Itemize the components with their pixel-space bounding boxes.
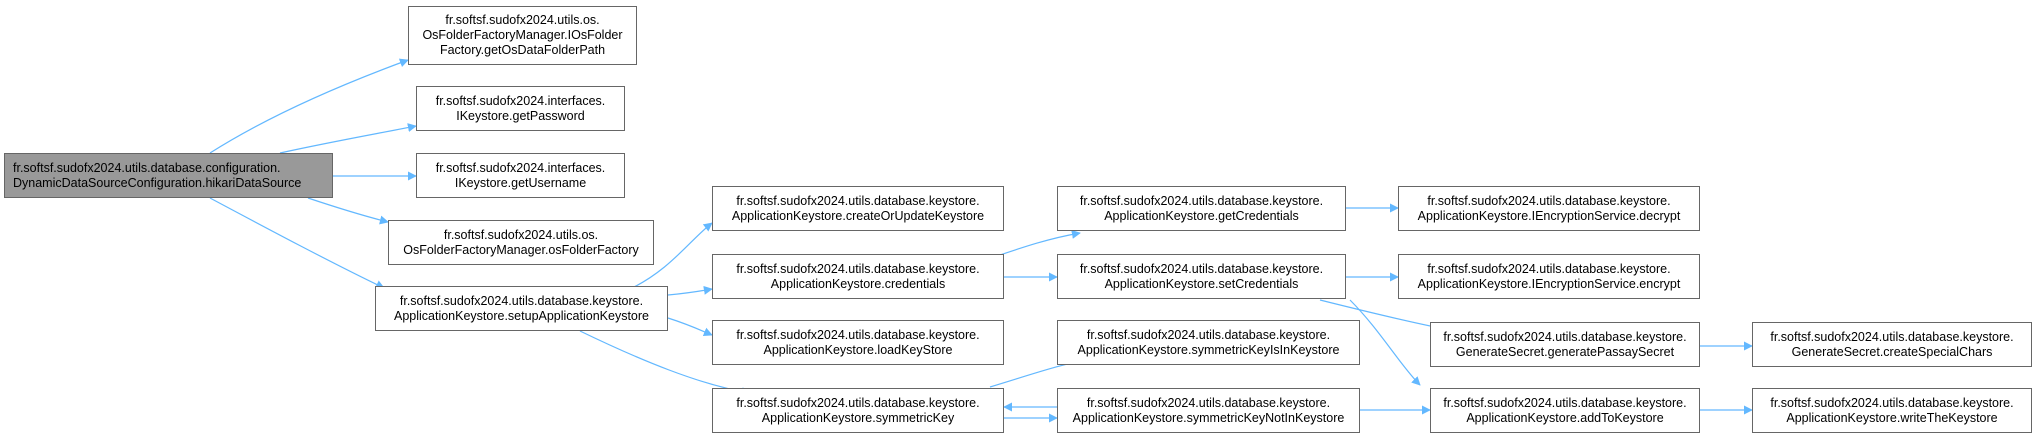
node-line: ApplicationKeystore.setupApplicationKeys…: [393, 308, 649, 323]
node-get-credentials[interactable]: fr.softsf.sudofx2024.utils.database.keys…: [1057, 186, 1346, 231]
node-line: ApplicationKeystore.IEncryptionService.e…: [1417, 276, 1681, 291]
node-symmetric-key[interactable]: fr.softsf.sudofx2024.utils.database.keys…: [712, 388, 1004, 433]
node-line: ApplicationKeystore.getCredentials: [1104, 208, 1299, 223]
node-line: fr.softsf.sudofx2024.utils.database.keys…: [1770, 329, 2014, 344]
node-line: fr.softsf.sudofx2024.utils.database.conf…: [13, 160, 281, 175]
node-line: fr.softsf.sudofx2024.utils.database.keys…: [1427, 193, 1671, 208]
node-line: GenerateSecret.generatePassaySecret: [1455, 344, 1675, 359]
node-credentials[interactable]: fr.softsf.sudofx2024.utils.database.keys…: [712, 254, 1004, 299]
node-get-os-data-folder-path[interactable]: fr.softsf.sudofx2024.utils.os. OsFolderF…: [408, 6, 637, 65]
edge-root-to-setup-application-keystore: [209, 197, 385, 289]
node-line: DynamicDataSourceConfiguration.hikariDat…: [13, 175, 302, 190]
node-setup-application-keystore[interactable]: fr.softsf.sudofx2024.utils.database.keys…: [375, 286, 668, 331]
node-add-to-keystore[interactable]: fr.softsf.sudofx2024.utils.database.keys…: [1430, 388, 1700, 433]
node-line: ApplicationKeystore.addToKeystore: [1466, 410, 1664, 425]
node-line: fr.softsf.sudofx2024.interfaces.: [435, 93, 606, 108]
node-line: ApplicationKeystore.symmetricKeyIsInKeys…: [1077, 342, 1340, 357]
node-line: Factory.getOsDataFolderPath: [439, 43, 606, 57]
node-line: IKeystore.getUsername: [454, 175, 587, 190]
node-line: fr.softsf.sudofx2024.utils.database.keys…: [736, 261, 980, 276]
node-line: ApplicationKeystore.writeTheKeystore: [1786, 410, 1998, 425]
node-line: ApplicationKeystore.credentials: [770, 276, 946, 291]
edge-root-to-get-os-data-folder-path: [209, 58, 409, 154]
node-encrypt[interactable]: fr.softsf.sudofx2024.utils.database.keys…: [1398, 254, 1700, 299]
node-create-or-update-keystore[interactable]: fr.softsf.sudofx2024.utils.database.keys…: [712, 186, 1004, 231]
node-line: OsFolderFactoryManager.osFolderFactory: [403, 242, 639, 257]
node-generate-passay-secret[interactable]: fr.softsf.sudofx2024.utils.database.keys…: [1430, 322, 1700, 367]
node-line: fr.softsf.sudofx2024.utils.os.: [445, 13, 600, 27]
edge-root-to-os-folder-factory: [307, 197, 389, 225]
node-line: ApplicationKeystore.createOrUpdateKeysto…: [731, 208, 985, 223]
node-line: fr.softsf.sudofx2024.utils.database.keys…: [1443, 329, 1687, 344]
node-get-username[interactable]: fr.softsf.sudofx2024.interfaces. IKeysto…: [416, 153, 625, 198]
node-create-special-chars[interactable]: fr.softsf.sudofx2024.utils.database.keys…: [1752, 322, 2032, 367]
node-line: fr.softsf.sudofx2024.utils.database.keys…: [1079, 261, 1324, 276]
node-line: IKeystore.getPassword: [456, 108, 585, 123]
node-get-password[interactable]: fr.softsf.sudofx2024.interfaces. IKeysto…: [416, 86, 625, 131]
node-line: fr.softsf.sudofx2024.utils.database.keys…: [1079, 193, 1324, 208]
node-line: ApplicationKeystore.IEncryptionService.d…: [1417, 208, 1681, 223]
node-line: fr.softsf.sudofx2024.utils.database.keys…: [399, 293, 644, 308]
node-decrypt[interactable]: fr.softsf.sudofx2024.utils.database.keys…: [1398, 186, 1700, 231]
node-line: fr.softsf.sudofx2024.utils.database.keys…: [1427, 261, 1671, 276]
node-line: ApplicationKeystore.setCredentials: [1104, 276, 1299, 291]
edge-setup-to-load-key-store: [667, 317, 713, 337]
node-line: OsFolderFactoryManager.IOsFolder: [422, 28, 623, 42]
node-line: fr.softsf.sudofx2024.utils.database.keys…: [1443, 395, 1687, 410]
node-hikari-data-source[interactable]: fr.softsf.sudofx2024.utils.database.conf…: [4, 153, 333, 198]
node-line: ApplicationKeystore.symmetricKey: [761, 410, 955, 425]
edge-root-to-get-password: [279, 123, 417, 154]
node-line: fr.softsf.sudofx2024.utils.database.keys…: [736, 193, 980, 208]
node-line: fr.softsf.sudofx2024.utils.database.keys…: [1086, 327, 1331, 342]
edge-setup-to-credentials: [667, 285, 713, 296]
node-line: fr.softsf.sudofx2024.utils.database.keys…: [1086, 395, 1331, 410]
node-os-folder-factory[interactable]: fr.softsf.sudofx2024.utils.os. OsFolderF…: [388, 220, 654, 265]
node-line: fr.softsf.sudofx2024.utils.database.keys…: [736, 395, 980, 410]
node-line: fr.softsf.sudofx2024.utils.database.keys…: [1770, 395, 2014, 410]
node-line: fr.softsf.sudofx2024.utils.database.keys…: [736, 327, 980, 342]
node-line: fr.softsf.sudofx2024.interfaces.: [435, 160, 606, 175]
edge-setup-to-create-or-update-keystore: [629, 222, 713, 290]
node-line: GenerateSecret.createSpecialChars: [1791, 344, 1993, 359]
node-write-the-keystore[interactable]: fr.softsf.sudofx2024.utils.database.keys…: [1752, 388, 2032, 433]
node-set-credentials[interactable]: fr.softsf.sudofx2024.utils.database.keys…: [1057, 254, 1346, 299]
edge-set-credentials-to-generate-passay-secret: [1319, 299, 1441, 331]
node-symmetric-key-is-in-keystore[interactable]: fr.softsf.sudofx2024.utils.database.keys…: [1057, 320, 1360, 365]
node-line: ApplicationKeystore.loadKeyStore: [763, 342, 953, 357]
node-load-key-store[interactable]: fr.softsf.sudofx2024.utils.database.keys…: [712, 320, 1004, 365]
node-symmetric-key-not-in-keystore[interactable]: fr.softsf.sudofx2024.utils.database.keys…: [1057, 388, 1360, 433]
edge-set-credentials-to-add-to-keystore: [1349, 299, 1421, 386]
node-line: ApplicationKeystore.symmetricKeyNotInKey…: [1072, 410, 1345, 425]
node-line: fr.softsf.sudofx2024.utils.os.: [443, 227, 599, 242]
